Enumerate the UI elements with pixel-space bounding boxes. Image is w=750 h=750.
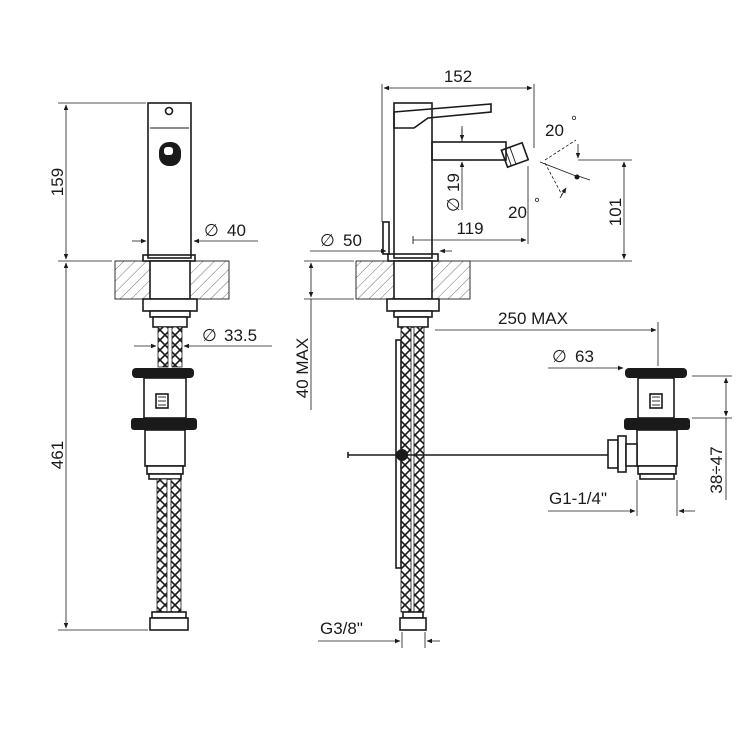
faucet-body-side xyxy=(147,102,192,259)
left-dimensions: 159 461 ∅ 40 ∅ 33.5 xyxy=(48,102,272,631)
thread-inlet: G3/8" xyxy=(320,619,363,638)
pull-rod xyxy=(382,221,390,255)
degree-symbol: ° xyxy=(534,195,540,212)
dim-461: 461 xyxy=(48,441,67,469)
symbol-diameter: ∅ xyxy=(202,326,217,345)
dim-50: 50 xyxy=(343,231,362,250)
dim-250-max: 250 MAX xyxy=(498,309,568,328)
dim-63: 63 xyxy=(575,347,594,366)
dim-19: 19 xyxy=(444,173,463,192)
dim-38-47: 38÷47 xyxy=(707,446,726,493)
waste-cap xyxy=(625,368,687,378)
angle-down: 20 xyxy=(508,203,527,222)
popup-cap xyxy=(132,368,194,378)
waste-assembly xyxy=(607,368,690,480)
dim-40: 40 xyxy=(227,221,246,240)
clamp-icon xyxy=(396,449,408,461)
faucet-body-front xyxy=(393,102,433,259)
dim-33-5: 33.5 xyxy=(224,326,257,345)
dim-40-max: 40 MAX xyxy=(293,338,312,398)
nozzle xyxy=(500,141,530,169)
spout xyxy=(431,141,507,161)
symbol-diameter: ∅ xyxy=(204,221,219,240)
right-dimensions: 152 ∅ 19 119 101 20 ° 20 ° ∅ 50 xyxy=(293,67,732,648)
symbol-diameter: ∅ xyxy=(444,197,463,212)
dim-119: 119 xyxy=(456,219,483,238)
lever-handle xyxy=(393,103,492,129)
dim-101: 101 xyxy=(606,198,625,226)
dim-159: 159 xyxy=(48,168,67,196)
side-view xyxy=(114,102,230,631)
screw-icon xyxy=(164,106,174,116)
front-view xyxy=(347,102,609,631)
degree-symbol: ° xyxy=(571,113,577,130)
dim-152: 152 xyxy=(444,67,472,86)
symbol-diameter: ∅ xyxy=(320,231,335,250)
symbol-diameter: ∅ xyxy=(552,347,567,366)
thread-waste: G1-1/4" xyxy=(549,489,607,508)
angle-up: 20 xyxy=(545,121,564,140)
